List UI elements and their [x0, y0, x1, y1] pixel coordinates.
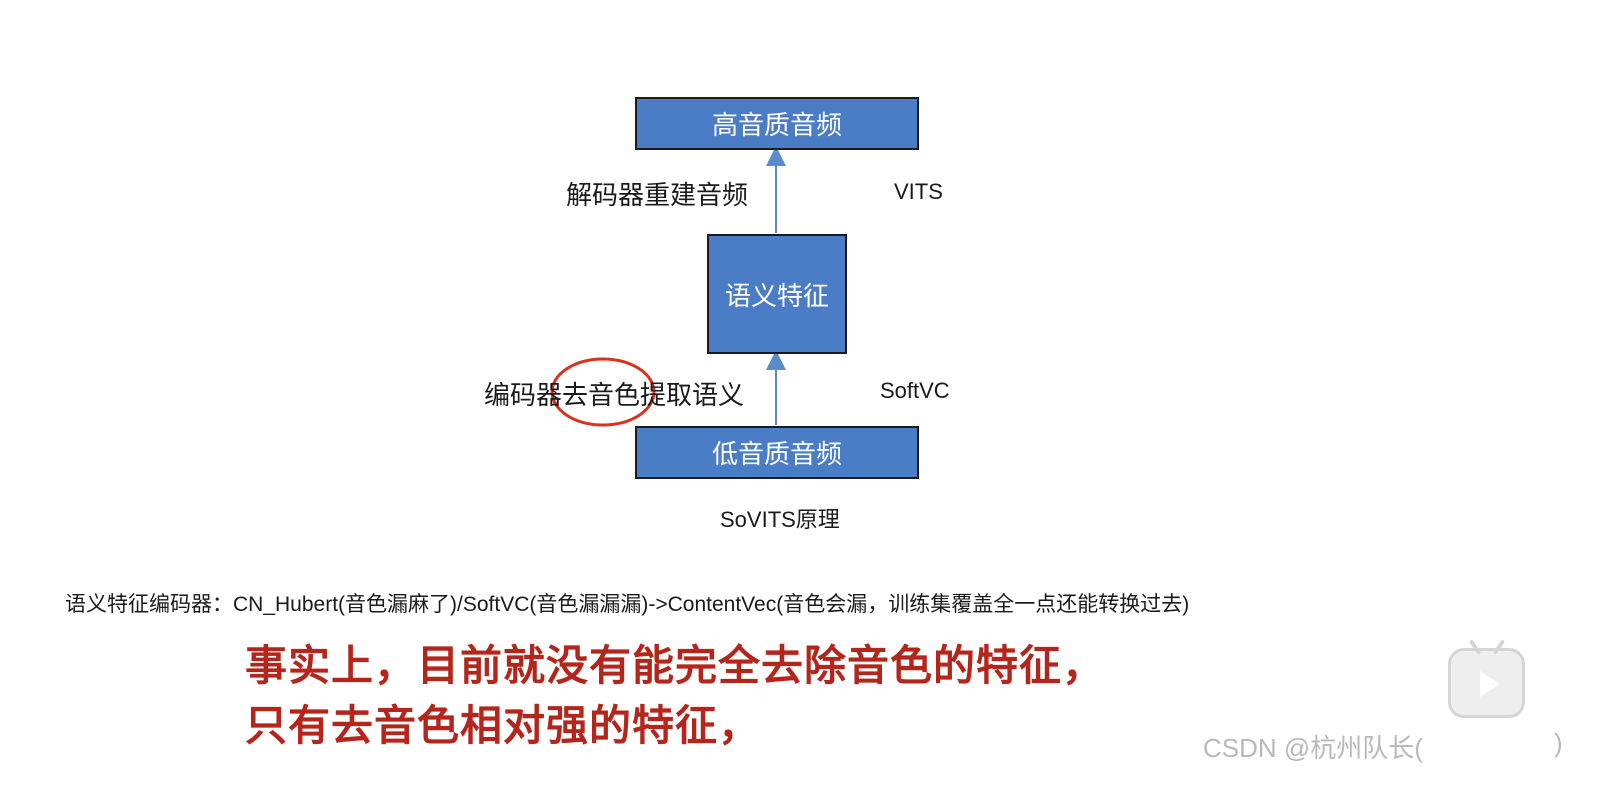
high-quality-audio-box: 高音质音频	[635, 97, 919, 150]
semantic-feature-label: 语义特征	[724, 281, 829, 312]
softvc-label: SoftVC	[880, 378, 950, 403]
decoder-label: 解码器重建音频	[566, 181, 749, 211]
watermark-close-paren: )	[1554, 728, 1563, 758]
encoders-note: 语义特征编码器：CN_Hubert(音色漏麻了)/SoftVC(音色漏漏漏)->…	[65, 593, 1190, 616]
high-quality-audio-label: 高音质音频	[711, 111, 842, 141]
vits-label: VITS	[894, 179, 943, 204]
subtitle-line-1: 事实上，目前就没有能完全去除音色的特征，	[245, 641, 1106, 690]
play-button-ear-right	[1492, 639, 1506, 655]
low-quality-audio-box: 低音质音频	[635, 426, 919, 479]
play-button-ear-left	[1468, 639, 1482, 655]
low-quality-audio-label: 低音质音频	[711, 440, 842, 470]
semantic-feature-box: 语义特征	[707, 234, 847, 354]
watermark: CSDN @杭州队长(	[1203, 733, 1423, 763]
subtitle-line-2: 只有去音色相对强的特征，	[245, 701, 762, 750]
diagram-caption: SoVITS原理	[720, 507, 840, 532]
play-button[interactable]	[1448, 639, 1525, 718]
encoder-label: 编码器去音色提取语义	[484, 381, 745, 411]
play-icon	[1480, 671, 1500, 697]
